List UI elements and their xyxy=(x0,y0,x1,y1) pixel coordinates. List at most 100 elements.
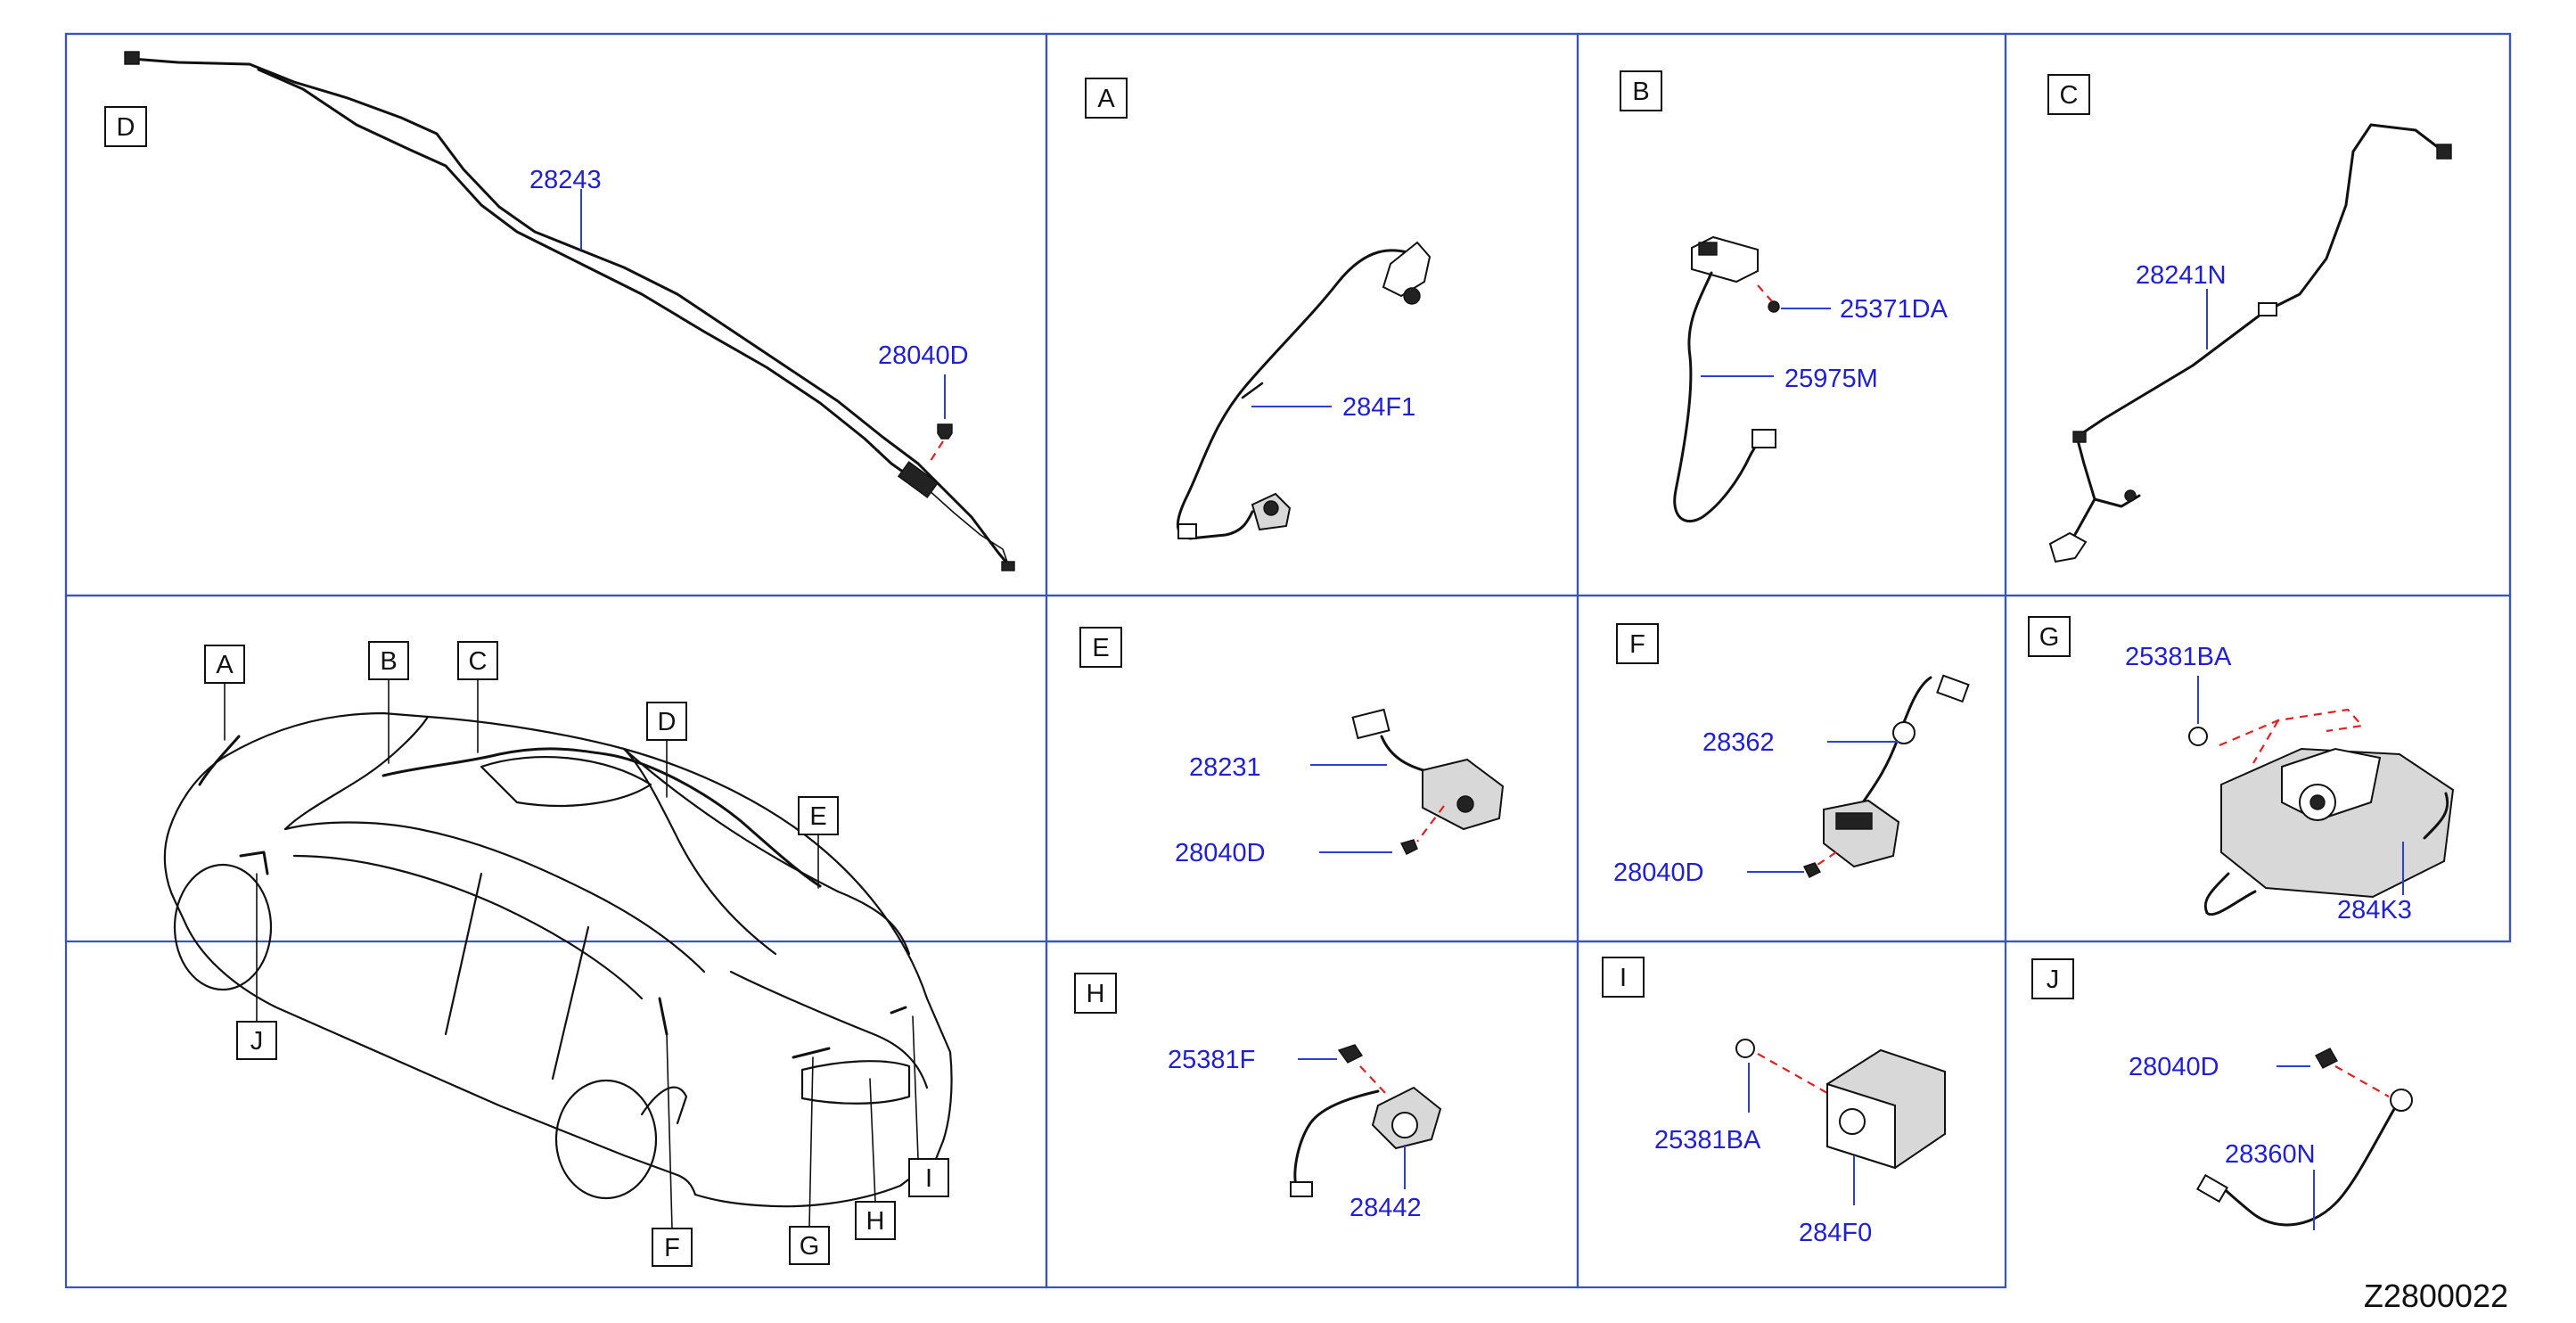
ground-cable-28360n-drawing xyxy=(2196,1048,2413,1227)
part-28040d: 28040D xyxy=(878,341,969,464)
callout-g: G xyxy=(789,1056,830,1265)
panel-b: B 25371DA 25975M xyxy=(1620,70,1948,523)
part-25371da: 25371DA xyxy=(1781,295,1948,324)
panel-d-letter-box xyxy=(104,106,147,147)
part-number-28241n: 28241N xyxy=(2136,261,2227,290)
part-number-25371da: 25371DA xyxy=(1840,295,1948,324)
part-284k3: 284K3 xyxy=(2337,842,2412,924)
panel-j: J 28040D 28360N xyxy=(2031,958,2413,1230)
panel-g-letter: G xyxy=(2039,623,2060,652)
part-number-28040d-j: 28040D xyxy=(2129,1053,2219,1081)
panel-i: I 25381BA 284F0 xyxy=(1602,957,1946,1247)
part-number-28360n: 28360N xyxy=(2225,1140,2316,1169)
panel-b-letter-box xyxy=(1620,70,1662,111)
panel-f-letter-box xyxy=(1616,623,1659,664)
part-25381f: 25381F xyxy=(1168,1046,1337,1074)
panel-i-letter: I xyxy=(1620,964,1627,992)
panel-i-letter-box xyxy=(1602,957,1645,998)
vehicle-overview: A B C D E J F xyxy=(163,641,953,1267)
panel-f: F 28362 28040D xyxy=(1613,623,1970,887)
svg-text:F: F xyxy=(664,1234,680,1262)
callout-h: H xyxy=(855,1078,896,1240)
panel-d-letter: D xyxy=(117,113,135,142)
svg-text:I: I xyxy=(925,1164,932,1193)
part-number-25381ba-i: 25381BA xyxy=(1654,1126,1761,1155)
svg-text:G: G xyxy=(800,1232,820,1261)
svg-text:B: B xyxy=(380,647,397,676)
part-number-28040d-f: 28040D xyxy=(1613,859,1704,887)
part-284f0: 284F0 xyxy=(1799,1155,1872,1247)
panel-h: H 25381F 28442 xyxy=(1074,973,1442,1222)
svg-text:J: J xyxy=(250,1027,264,1056)
panel-h-letter-box xyxy=(1074,973,1117,1014)
callout-f: F xyxy=(652,1033,693,1267)
panel-j-letter-box xyxy=(2031,958,2074,999)
part-28243: 28243 xyxy=(529,166,602,250)
panel-d: D 28243 28040D xyxy=(104,51,1015,571)
panel-g: G 25381BA 284K3 xyxy=(2028,616,2455,924)
part-28040d-e: 28040D xyxy=(1175,839,1392,867)
part-28040d-f: 28040D xyxy=(1613,859,1804,887)
callout-b: B xyxy=(368,641,409,764)
svg-text:H: H xyxy=(866,1207,885,1236)
panel-e-letter: E xyxy=(1092,634,1109,662)
trunk-opener-284k3-drawing xyxy=(2188,708,2455,916)
part-number-25381ba-g: 25381BA xyxy=(2125,643,2232,671)
svg-text:A: A xyxy=(216,651,234,679)
part-25975m: 25975M xyxy=(1701,365,1878,393)
panel-f-letter: F xyxy=(1629,630,1645,659)
part-25381ba-g: 25381BA xyxy=(2125,643,2232,724)
control-unit-284f0-drawing xyxy=(1735,1039,1946,1170)
part-28360n: 28360N xyxy=(2225,1140,2316,1230)
part-25381ba-i: 25381BA xyxy=(1654,1063,1761,1155)
part-number-28243: 28243 xyxy=(529,166,602,194)
part-28040d-j: 28040D xyxy=(2129,1053,2310,1081)
part-284f1: 284F1 xyxy=(1251,393,1415,422)
callout-i: I xyxy=(908,1015,949,1197)
antenna-feeder-harness-drawing xyxy=(124,51,1015,571)
camera-28362-drawing xyxy=(1803,674,1970,878)
callout-j: J xyxy=(236,873,277,1060)
diagram-code: Z2800022 xyxy=(2364,1278,2508,1314)
callout-e: E xyxy=(798,796,839,889)
panel-a-letter: A xyxy=(1097,85,1115,113)
callout-c: C xyxy=(457,641,498,753)
panel-c: C 28241N xyxy=(2047,74,2452,563)
part-28362: 28362 xyxy=(1702,728,1899,757)
camera-28442-drawing xyxy=(1290,1044,1442,1197)
part-number-28231: 28231 xyxy=(1189,753,1261,782)
panel-c-letter-box xyxy=(2047,74,2090,115)
svg-text:C: C xyxy=(469,647,488,676)
panel-j-letter: J xyxy=(2047,966,2060,994)
svg-text:D: D xyxy=(658,708,677,736)
part-number-28040d: 28040D xyxy=(878,341,969,370)
car-harness-lines xyxy=(198,735,907,1059)
panel-h-letter: H xyxy=(1087,980,1105,1008)
panel-frames xyxy=(64,32,2512,1289)
part-28231: 28231 xyxy=(1189,753,1387,782)
camera-28231-drawing xyxy=(1351,708,1505,855)
panel-e: E 28231 28040D xyxy=(1079,627,1505,867)
callout-a: A xyxy=(204,645,245,741)
panel-g-letter-box xyxy=(2028,616,2071,657)
sensor-harness-25975m-drawing xyxy=(1673,235,1780,523)
part-number-25381f: 25381F xyxy=(1168,1046,1255,1074)
part-number-284f1: 284F1 xyxy=(1342,393,1415,422)
svg-text:E: E xyxy=(809,802,826,831)
part-28442: 28442 xyxy=(1350,1145,1422,1222)
part-number-284f0: 284F0 xyxy=(1799,1219,1872,1247)
part-number-28040d-e: 28040D xyxy=(1175,839,1266,867)
part-28241n: 28241N xyxy=(2136,261,2227,349)
callout-d: D xyxy=(646,702,687,798)
part-number-25975m: 25975M xyxy=(1784,365,1878,393)
panel-a-letter-box xyxy=(1085,78,1128,119)
roof-harness-28241n-drawing xyxy=(2048,123,2452,563)
car-outline xyxy=(163,711,953,1208)
panel-b-letter: B xyxy=(1632,78,1649,106)
part-number-28362: 28362 xyxy=(1702,728,1775,757)
antenna-harness-284f1-drawing xyxy=(1176,241,1432,540)
panel-e-letter-box xyxy=(1079,627,1122,668)
part-number-28442: 28442 xyxy=(1350,1194,1422,1222)
panel-c-letter: C xyxy=(2060,81,2079,110)
